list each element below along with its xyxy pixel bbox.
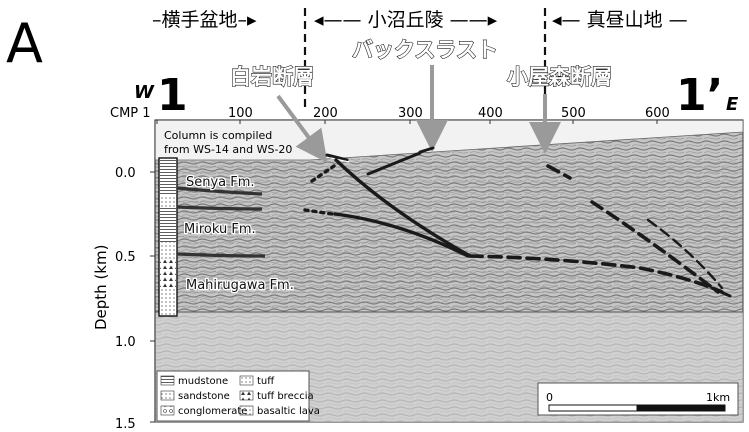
- column-note-line1: Column is compiled: [164, 129, 272, 142]
- depth-tick-label: 1.5: [115, 417, 136, 432]
- section-texture: [155, 160, 743, 310]
- cmp-tick-label: 500: [561, 106, 586, 121]
- cmp-tick-label: 100: [228, 106, 253, 121]
- legend-label: conglomerate: [178, 406, 247, 417]
- cmp-tick-label: 300: [398, 106, 423, 121]
- formation-label-senya: Senya Fm.: [186, 175, 255, 190]
- formation-boundary: [176, 205, 263, 211]
- region-mahiru-mountains: ◂— 真昼山地 —: [552, 9, 688, 31]
- formation-boundary: [176, 186, 263, 196]
- cmp-axis: [155, 119, 743, 124]
- cmp-tick-label: 200: [313, 106, 338, 121]
- scale-bar: [537, 382, 739, 416]
- legend-label: tuff: [257, 376, 275, 387]
- cmp-tick-label: 600: [645, 106, 670, 121]
- fault-traces: [303, 146, 732, 298]
- legend-label: tuff breccia: [257, 391, 314, 402]
- legend-label: mudstone: [178, 376, 228, 387]
- fault-label-koyamori: 小屋森断層: [507, 65, 612, 89]
- cmp-tick-label: 400: [478, 106, 503, 121]
- depth-tick-label: 1.0: [115, 335, 136, 350]
- scale-bar-left-label: 0: [546, 391, 553, 404]
- legend-label: sandstone: [178, 391, 230, 402]
- profile-east-tag: E: [726, 94, 739, 115]
- depth-tick-label: 0.5: [115, 250, 136, 265]
- panel-label: A: [6, 12, 43, 75]
- legend-label: basaltic lava: [257, 406, 320, 417]
- formation-label-miroku: Miroku Fm.: [184, 222, 256, 237]
- legend-box: [156, 370, 310, 422]
- fault-pointer-arrow: [276, 94, 328, 163]
- profile-east-number: 1’: [676, 70, 723, 121]
- depth-axis: [150, 120, 156, 423]
- cmp-tick-label: CMP 1: [110, 106, 151, 121]
- fault-label-shiraiwa: 白岩断層: [230, 65, 314, 89]
- formation-boundary: [176, 252, 266, 258]
- depth-axis-label: Depth (km): [92, 245, 110, 330]
- formation-label-mahirugawa: Mahirugawa Fm.: [186, 278, 294, 293]
- region-onuma-hills: ◂—— 小沼丘陵 ——▸: [314, 9, 498, 31]
- region-yokote-basin: –横手盆地–▸: [152, 9, 257, 31]
- profile-west-number: 1: [157, 70, 188, 121]
- depth-tick-label: 0.0: [115, 166, 136, 181]
- fault-label-backthrust: バックスラスト: [352, 38, 498, 62]
- profile-west-tag: W: [134, 82, 155, 103]
- scale-bar-right-label: 1km: [706, 391, 730, 404]
- strat-column: [158, 157, 178, 317]
- column-note-line2: from WS-14 and WS-20: [164, 143, 292, 156]
